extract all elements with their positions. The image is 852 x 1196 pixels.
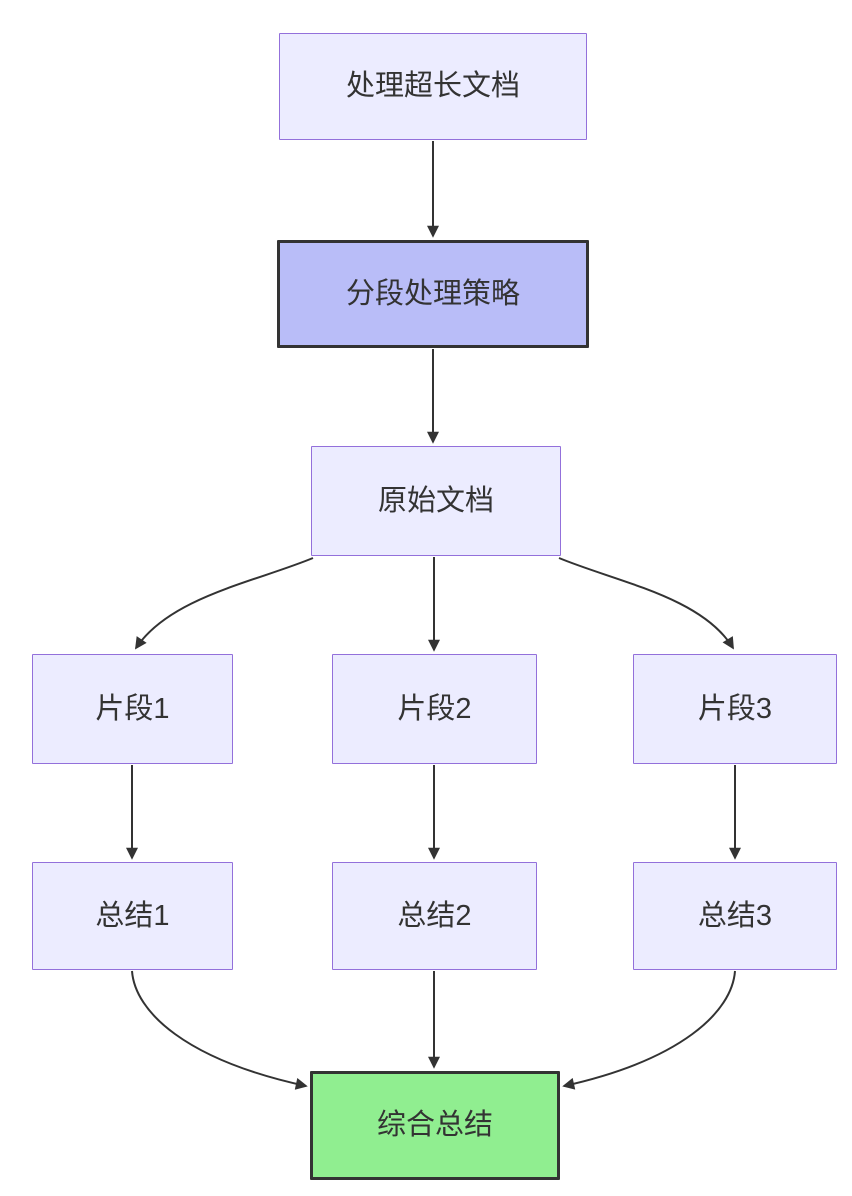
node-summary-1: 总结1 [32, 862, 233, 970]
node-summary-2: 总结2 [332, 862, 537, 970]
node-label: 片段2 [397, 692, 472, 725]
node-label: 总结1 [95, 899, 170, 932]
node-label: 原始文档 [377, 484, 494, 517]
node-summary-3: 总结3 [633, 862, 837, 970]
node-label: 片段3 [697, 692, 773, 725]
edge-summary-1-to-final [131, 970, 308, 1090]
node-original-document: 原始文档 [311, 446, 561, 556]
edge-original-to-fragment-1 [135, 557, 314, 650]
node-fragment-2: 片段2 [332, 654, 537, 764]
node-process-long-document: 处理超长文档 [279, 33, 587, 140]
node-fragment-1: 片段1 [32, 654, 233, 764]
edge-original-to-fragment-3 [558, 557, 734, 650]
node-label: 分段处理策略 [345, 277, 520, 310]
edge-summary-3-to-final [562, 970, 736, 1090]
node-label: 处理超长文档 [345, 70, 520, 103]
node-segmentation-strategy: 分段处理策略 [277, 240, 589, 348]
node-label: 片段1 [95, 692, 170, 725]
node-label: 总结2 [397, 899, 472, 932]
node-fragment-3: 片段3 [633, 654, 837, 764]
node-label: 综合总结 [376, 1109, 493, 1142]
node-final-summary: 综合总结 [310, 1071, 560, 1180]
node-label: 总结3 [697, 899, 773, 932]
